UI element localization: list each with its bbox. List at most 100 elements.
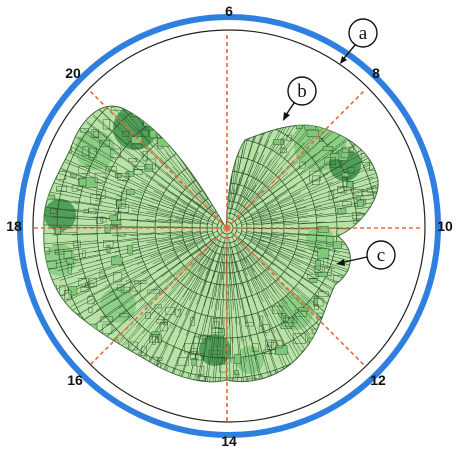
treemap-cell xyxy=(319,137,324,142)
cell-divider xyxy=(372,181,379,193)
treemap-cell xyxy=(140,346,147,356)
cell-divider xyxy=(255,144,277,179)
cell-divider xyxy=(113,210,156,218)
treemap-cell xyxy=(288,378,295,382)
treemap-cell xyxy=(315,260,321,271)
cell-divider xyxy=(93,208,138,216)
treemap-cell xyxy=(118,232,126,237)
cell-divider xyxy=(369,165,379,181)
cell-divider xyxy=(112,302,147,334)
cell-divider xyxy=(258,198,291,214)
cell-divider xyxy=(171,261,197,289)
cell-divider xyxy=(258,242,291,259)
cell-divider xyxy=(163,197,196,214)
treemap-cell xyxy=(99,140,110,147)
cell-divider xyxy=(179,122,198,163)
cell-divider xyxy=(170,248,199,270)
treemap-cell xyxy=(145,158,156,170)
cell-divider xyxy=(190,179,211,207)
cell-divider xyxy=(278,147,310,179)
cell-divider xyxy=(189,248,211,276)
cell-divider xyxy=(341,288,379,310)
cell-divider xyxy=(231,337,235,382)
treemap-cell xyxy=(286,368,298,376)
cell-divider xyxy=(250,279,268,317)
cell-divider xyxy=(216,106,221,139)
treemap-cell xyxy=(156,319,166,324)
treemap-cell xyxy=(377,115,379,126)
cell-divider xyxy=(308,353,335,382)
cell-divider xyxy=(66,280,109,299)
treemap-cell xyxy=(113,272,123,283)
cell-divider xyxy=(179,60,191,103)
cell-divider xyxy=(262,310,282,352)
cell-divider xyxy=(43,196,80,204)
treemap-cell xyxy=(78,178,87,187)
cell-divider xyxy=(265,106,282,126)
cell-divider xyxy=(153,247,187,265)
cell-divider xyxy=(244,34,249,79)
cell-divider xyxy=(218,106,222,119)
cell-divider xyxy=(86,122,124,151)
treemap-cell xyxy=(404,245,414,248)
cell-divider xyxy=(141,182,177,202)
cell-divider xyxy=(208,106,215,119)
cell-divider xyxy=(174,106,190,125)
treemap-cell xyxy=(341,172,350,178)
cell-divider xyxy=(98,106,129,116)
cell-divider xyxy=(146,145,177,177)
treemap-cell xyxy=(121,190,127,200)
treemap-cell xyxy=(218,356,226,365)
treemap-cell xyxy=(111,256,123,266)
cell-divider xyxy=(196,251,214,280)
treemap-cell xyxy=(311,357,318,362)
cell-divider xyxy=(202,356,210,382)
cell-divider xyxy=(201,106,210,120)
treemap-cell xyxy=(393,173,399,178)
dense-patch xyxy=(44,199,76,231)
cell-divider xyxy=(270,371,284,382)
treemap-cell xyxy=(50,119,56,127)
cell-divider xyxy=(365,154,379,172)
treemap-cell xyxy=(251,97,262,100)
treemap-cell xyxy=(145,93,157,97)
treemap-cell xyxy=(103,351,111,361)
treemap-cell xyxy=(102,323,113,335)
treemap-cell xyxy=(190,45,193,53)
cell-divider xyxy=(131,210,171,219)
cell-divider xyxy=(172,106,192,146)
treemap-cell xyxy=(314,304,319,310)
cell-divider xyxy=(173,41,186,84)
cell-divider xyxy=(316,106,344,108)
treemap-cell xyxy=(352,212,364,220)
treemap-cell xyxy=(283,65,293,68)
cell-divider xyxy=(143,363,163,382)
treemap-cell xyxy=(149,334,160,343)
treemap-cell xyxy=(318,226,329,233)
cell-divider xyxy=(52,240,98,246)
treemap-cell xyxy=(312,298,324,307)
treemap-cell xyxy=(87,323,98,333)
cell-divider xyxy=(249,254,273,282)
treemap-cell xyxy=(168,55,175,62)
cell-divider xyxy=(273,305,297,344)
treemap-cell xyxy=(184,343,195,354)
cell-divider xyxy=(212,147,220,184)
treemap-cell xyxy=(322,145,334,151)
treemap-cell xyxy=(286,389,297,395)
treemap-cell xyxy=(172,132,182,143)
callout-a: a xyxy=(340,18,378,64)
cell-divider xyxy=(154,162,185,190)
treemap-cell xyxy=(199,393,209,402)
cell-divider xyxy=(180,237,210,253)
cell-divider xyxy=(130,232,171,236)
treemap-cell xyxy=(120,78,132,85)
treemap-cell xyxy=(340,148,350,159)
cell-divider xyxy=(173,331,190,374)
treemap-cell xyxy=(132,75,136,83)
treemap-cell xyxy=(299,161,306,169)
treemap-cell xyxy=(286,134,292,142)
hour-label-20: 20 xyxy=(65,65,81,81)
treemap-cell xyxy=(110,148,121,158)
cell-divider xyxy=(246,219,279,226)
